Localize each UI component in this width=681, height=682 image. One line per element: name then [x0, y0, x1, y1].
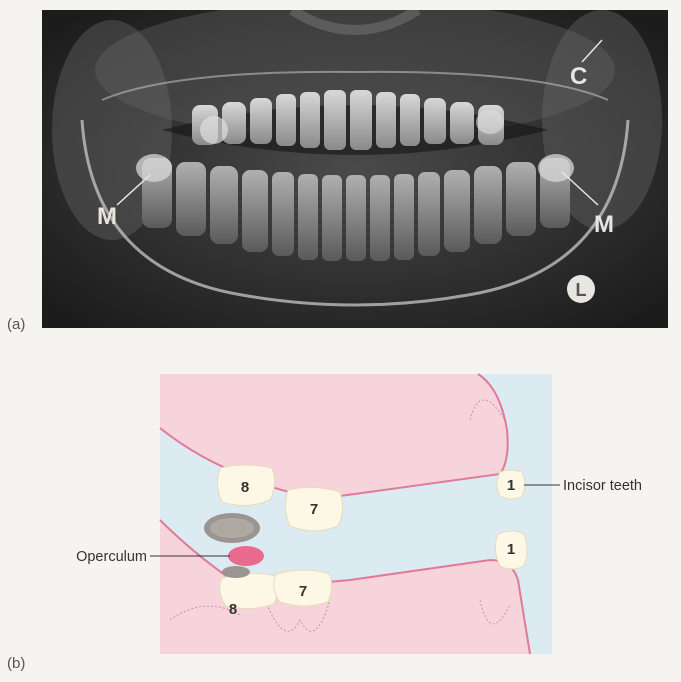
tooth-diagram: 8 7 1 7 8 1 Incisor teeth Operculum: [0, 360, 681, 660]
panoramic-xray: M M C L: [42, 10, 668, 328]
tooth-number-7-upper: 7: [310, 501, 318, 518]
diagram-svg: 8 7 1 7 8 1 Incisor teeth Operculum: [0, 360, 681, 660]
operculum-label: Operculum: [76, 549, 147, 565]
panel-a-label: (a): [7, 316, 25, 333]
tooth-number-7-lower: 7: [299, 583, 307, 600]
side-marker-label: L: [576, 280, 587, 300]
tooth-number-1-upper: 1: [507, 477, 515, 494]
operculum: [228, 546, 264, 566]
left-m-label: M: [97, 203, 117, 230]
tooth-number-8-upper: 8: [241, 479, 249, 496]
panel-b-label: (b): [7, 655, 25, 672]
condyle-label: C: [570, 63, 587, 90]
tooth-number-1-lower: 1: [507, 541, 515, 558]
debris-lower: [222, 566, 250, 578]
xray-image: M M C L: [42, 10, 668, 328]
incisor-teeth-label: Incisor teeth: [563, 478, 642, 494]
right-m-label: M: [594, 211, 614, 238]
tooth-number-8-lower: 8: [229, 601, 237, 618]
